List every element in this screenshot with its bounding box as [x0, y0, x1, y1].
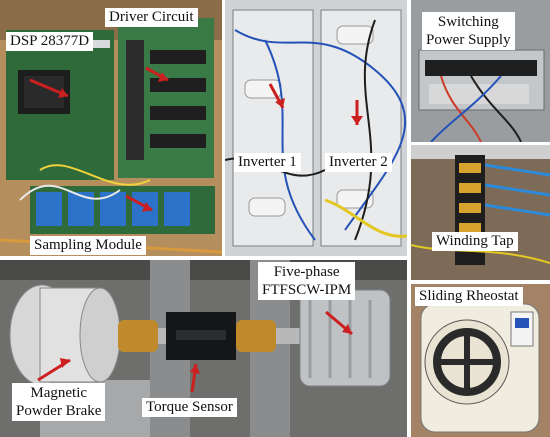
photo-inverters [225, 0, 407, 256]
photo-winding-tap [411, 145, 550, 280]
label-sampling-module: Sampling Module [30, 236, 146, 255]
label-brake-line1: Magnetic [30, 385, 88, 401]
label-inverter-1: Inverter 1 [234, 153, 301, 172]
label-brake-line2: Powder Brake [16, 403, 102, 419]
label-magnetic-powder-brake: Magnetic Powder Brake [12, 383, 106, 421]
photo-sliding-rheostat [411, 284, 550, 437]
label-sliding-rheostat: Sliding Rheostat [415, 287, 523, 306]
label-switching-line2: Power Supply [426, 32, 511, 48]
photo-control-board [0, 0, 222, 256]
label-motor-line2: FTFSCW-IPM [262, 282, 352, 298]
label-winding-tap: Winding Tap [432, 232, 518, 251]
label-motor-line1: Five-phase [273, 264, 340, 280]
label-switching-power-supply: Switching Power Supply [422, 12, 515, 50]
label-switching-line1: Switching [437, 14, 499, 30]
label-five-phase-motor: Five-phase FTFSCW-IPM [258, 262, 356, 300]
label-inverter-2: Inverter 2 [325, 153, 392, 172]
label-driver-circuit: Driver Circuit [105, 8, 198, 27]
label-dsp: DSP 28377D [6, 32, 94, 51]
label-torque-sensor: Torque Sensor [142, 398, 237, 417]
